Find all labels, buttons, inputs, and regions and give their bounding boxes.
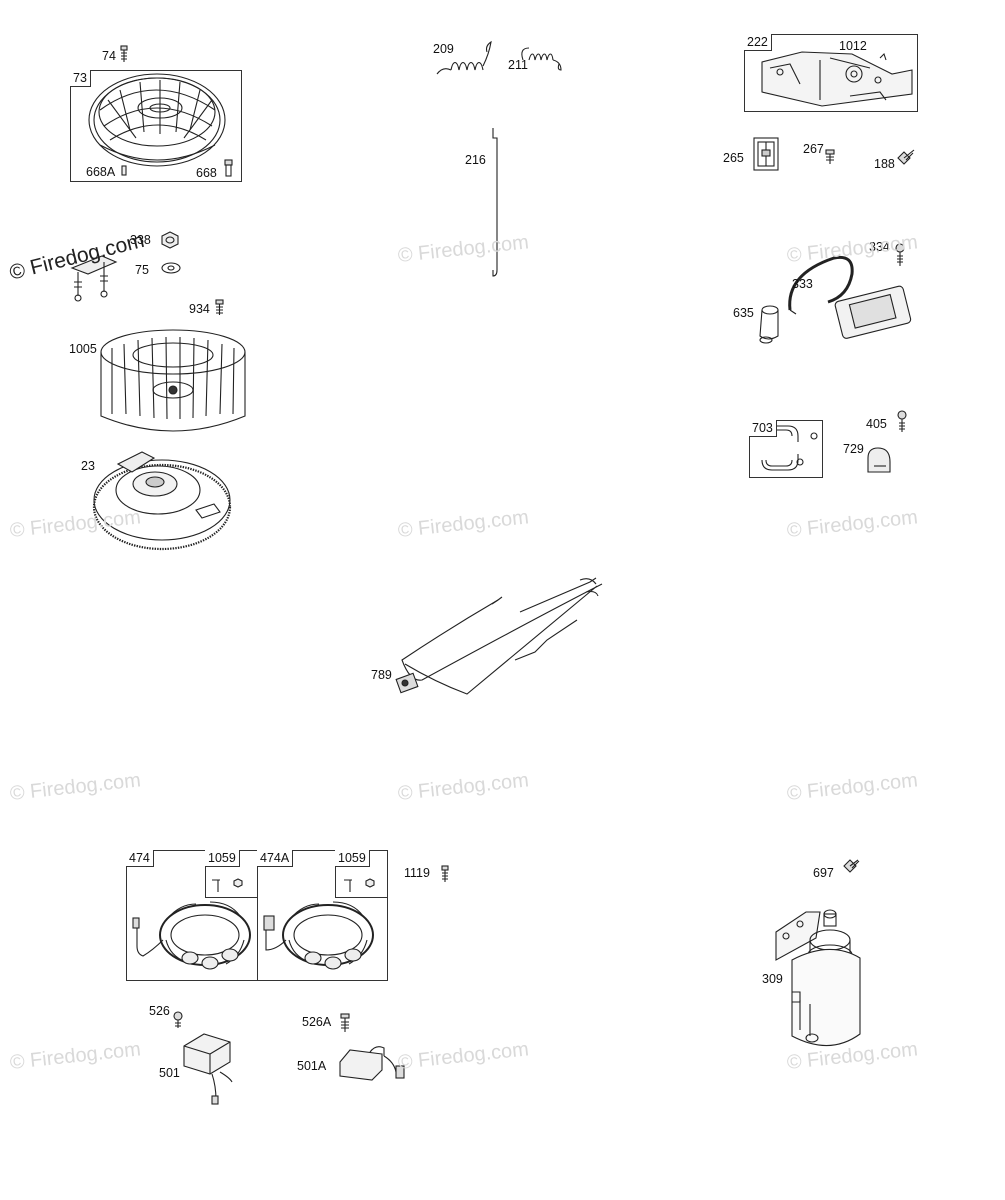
screw-334-icon (895, 243, 905, 266)
callout-789[interactable]: 789 (371, 668, 392, 682)
cable-harness-789-icon (395, 577, 603, 695)
callout-216[interactable]: 216 (465, 153, 486, 167)
callout-501a[interactable]: 501A (297, 1059, 327, 1073)
starter-motor-309-icon (775, 909, 861, 1047)
callout-1059-b[interactable]: 1059 (335, 850, 370, 867)
callout-209[interactable]: 209 (433, 42, 454, 56)
washer-75-icon (161, 262, 181, 274)
callout-703[interactable]: 703 (749, 420, 777, 437)
callout-934[interactable]: 934 (189, 302, 210, 316)
callout-526a[interactable]: 526A (302, 1015, 332, 1029)
callout-338[interactable]: 338 (130, 233, 151, 247)
callout-23[interactable]: 23 (81, 459, 95, 473)
callout-75[interactable]: 75 (135, 263, 149, 277)
callout-222[interactable]: 222 (744, 34, 772, 51)
watermark: © Firedog.com (785, 1038, 919, 1074)
screw-697-icon (843, 859, 860, 873)
clip-729-icon (867, 447, 891, 473)
callout-309[interactable]: 309 (762, 972, 783, 986)
watermark: © Firedog.com (785, 769, 919, 805)
callout-1119[interactable]: 1119 (404, 866, 430, 880)
watermark: © Firedog.com (8, 769, 142, 805)
spark-plug-boot-635-icon (759, 305, 779, 344)
callout-267[interactable]: 267 (803, 142, 824, 156)
callout-668[interactable]: 668 (196, 166, 217, 180)
callout-405[interactable]: 405 (866, 417, 887, 431)
callout-729[interactable]: 729 (843, 442, 864, 456)
screw-1119-icon (441, 865, 449, 882)
ignition-coil-333-icon (788, 255, 912, 339)
screw-74-icon (120, 45, 128, 62)
flywheel-23-icon (92, 451, 232, 551)
group-box-73 (70, 70, 242, 182)
callout-1059-a[interactable]: 1059 (205, 850, 240, 867)
watermark: © Firedog.com (396, 769, 530, 805)
callout-334[interactable]: 334 (869, 240, 890, 254)
link-rod-216-icon (492, 128, 498, 277)
screw-526a-icon (340, 1013, 350, 1032)
callout-1005[interactable]: 1005 (69, 342, 97, 356)
watermark: © Firedog.com (8, 1038, 142, 1074)
callout-474a[interactable]: 474A (257, 850, 294, 867)
watermark: © Firedog.com (396, 231, 530, 267)
screw-934-icon (215, 299, 224, 315)
group-box-703 (749, 420, 823, 478)
bracket-assembly-icon (70, 255, 118, 302)
callout-697[interactable]: 697 (813, 866, 834, 880)
callout-1012[interactable]: 1012 (839, 39, 867, 53)
callout-668a[interactable]: 668A (86, 165, 116, 179)
rectifier-501a-icon (339, 1046, 405, 1081)
screw-188-icon (897, 149, 915, 165)
group-box-474a (257, 850, 388, 981)
callout-265[interactable]: 265 (723, 151, 744, 165)
nut-338-icon (161, 231, 179, 249)
watermark: © Firedog.com (7, 228, 147, 285)
callout-526[interactable]: 526 (149, 1004, 170, 1018)
callout-501[interactable]: 501 (159, 1066, 180, 1080)
watermark: © Firedog.com (396, 1038, 530, 1074)
callout-74[interactable]: 74 (102, 49, 116, 63)
callout-635[interactable]: 635 (733, 306, 754, 320)
callout-188[interactable]: 188 (874, 157, 895, 171)
screw-405-icon (897, 410, 907, 432)
screw-267-icon (825, 149, 835, 164)
callout-211[interactable]: 211 (508, 58, 528, 72)
callout-474[interactable]: 474 (126, 850, 154, 867)
group-box-222 (744, 34, 918, 112)
watermark: © Firedog.com (396, 506, 530, 542)
callout-333[interactable]: 333 (792, 277, 813, 291)
watermark: © Firedog.com (8, 506, 142, 542)
screw-526-icon (173, 1011, 183, 1028)
flywheel-fan-1005-icon (100, 329, 246, 432)
callout-73[interactable]: 73 (70, 70, 91, 87)
watermark: © Firedog.com (785, 506, 919, 542)
block-265-icon (753, 137, 779, 171)
rectifier-501-icon (183, 1033, 233, 1105)
watermark: © Firedog.com (785, 231, 919, 267)
